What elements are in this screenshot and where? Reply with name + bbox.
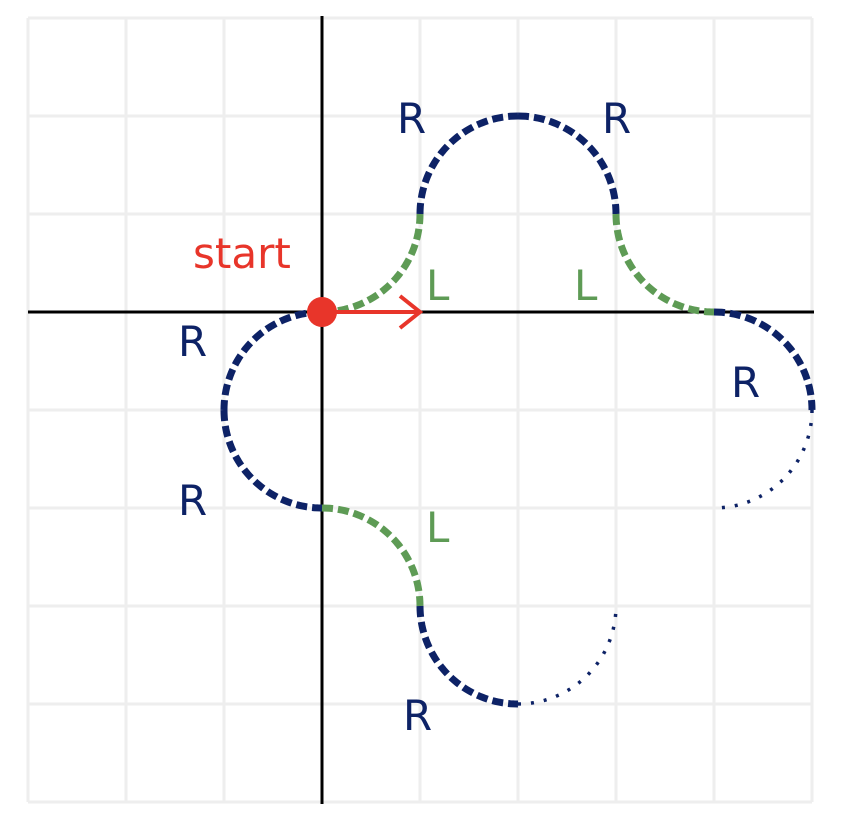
turn-label-l: L (574, 261, 598, 310)
turn-label-l: L (426, 503, 450, 552)
right-turn-arc (416, 112, 519, 215)
start-arrow (322, 294, 424, 330)
right-turn-arc (220, 409, 323, 512)
turn-label-r: R (397, 94, 426, 143)
right-turn-arc (416, 605, 519, 708)
start-point (307, 297, 337, 327)
turn-label-r: R (602, 94, 631, 143)
turn-label-l: L (426, 261, 450, 310)
turn-label-r: R (403, 691, 432, 740)
right-turn-arc (713, 308, 816, 411)
left-turn-arc (321, 213, 424, 316)
turn-label-r: R (178, 317, 207, 366)
right-turn-arc (517, 112, 620, 215)
start-label: start (193, 229, 291, 278)
path-arcs (220, 112, 816, 708)
turn-label-r: R (178, 476, 207, 525)
turn-label-r: R (731, 358, 760, 407)
right-turn-arc-continuation (517, 605, 618, 706)
right-turn-arc-continuation (713, 409, 814, 510)
right-turn-arc (220, 308, 323, 411)
left-turn-arc (321, 504, 424, 607)
left-turn-arc (612, 213, 715, 316)
grid (26, 16, 814, 804)
